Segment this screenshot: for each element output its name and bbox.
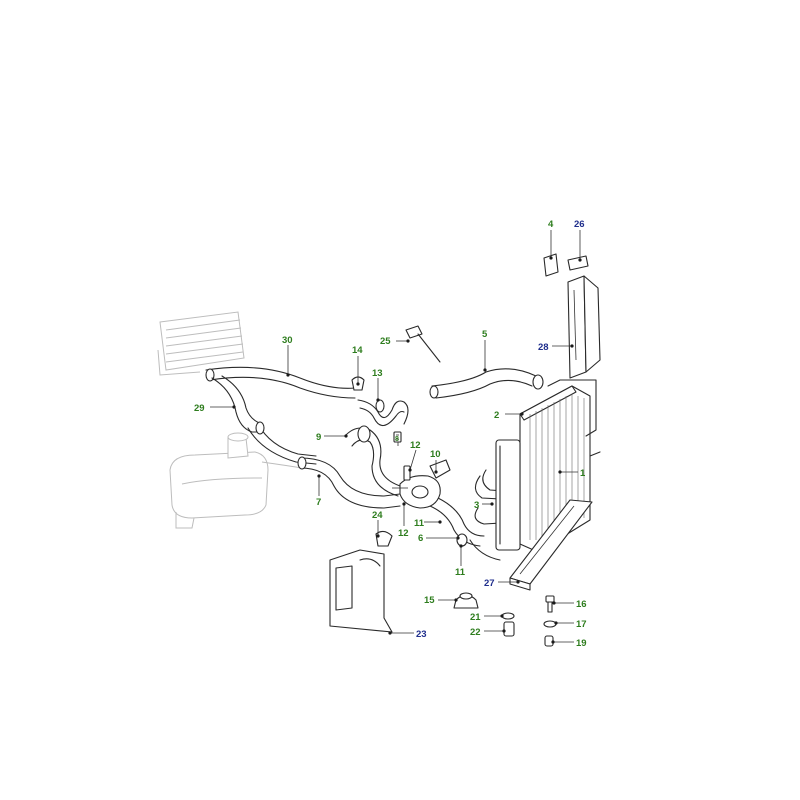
callout-15: 15: [424, 595, 435, 606]
thermostat-housing-10: [392, 459, 451, 509]
bleed-screw-25: [405, 325, 441, 363]
radiator-side-bracket-28: [567, 275, 601, 379]
mounting-clip-4: [543, 253, 559, 277]
radiator-1: [495, 379, 601, 553]
callout-25: 25: [380, 336, 391, 347]
bolt-16: [545, 595, 555, 613]
callout-11-upper: 11: [414, 518, 425, 529]
hose-29-tank-feed: [211, 375, 317, 465]
callout-3: 3: [474, 500, 479, 511]
washer-21: [501, 612, 515, 620]
callout-12-lower: 12: [398, 528, 409, 539]
hose-5-upper-radiator: [429, 368, 544, 399]
callout-9: 9: [316, 432, 321, 443]
callout-labels: 1 2 3 4 5 6 7 8 9 10 11 11 12 12 13 14 1…: [194, 219, 587, 649]
hose-7-lower-feed: [297, 456, 401, 509]
radiator-core-fins: [529, 394, 585, 540]
callout-28: 28: [538, 342, 549, 353]
callout-12-upper: 12: [410, 440, 421, 451]
hose-30-top-bypass: [205, 366, 356, 399]
callout-6: 6: [418, 533, 423, 544]
ghost-expansion-tank: [169, 432, 303, 529]
callout-5: 5: [482, 329, 488, 340]
tank-bracket-23: [329, 549, 393, 633]
callout-22: 22: [470, 627, 481, 638]
hose-13-small: [357, 399, 409, 427]
callout-4: 4: [548, 219, 554, 230]
callout-7: 7: [316, 497, 321, 508]
callout-23: 23: [416, 629, 427, 640]
callout-19: 19: [576, 638, 587, 649]
callout-1: 1: [580, 468, 586, 479]
callout-10: 10: [430, 449, 441, 460]
callout-27: 27: [484, 578, 495, 589]
hose-clip-8: [393, 431, 402, 443]
hose-6-lower-radiator: [429, 497, 501, 561]
hose-9-thermostat: [344, 425, 401, 497]
callout-21: 21: [470, 612, 481, 623]
nut-17: [543, 620, 557, 628]
ghost-engine-block: [157, 311, 245, 376]
callout-24: 24: [372, 510, 383, 521]
callout-13: 13: [372, 368, 383, 379]
callout-8: 8: [395, 436, 399, 443]
callout-29: 29: [194, 403, 205, 414]
callout-17: 17: [576, 619, 587, 630]
callout-14: 14: [352, 345, 363, 356]
callout-2: 2: [494, 410, 499, 421]
hose-3-bypass-loop: [474, 469, 521, 525]
callout-26: 26: [574, 219, 585, 230]
leader-lines: [210, 230, 582, 644]
mounting-clip-26: [567, 255, 589, 271]
bush-22: [503, 621, 515, 637]
callout-11-lower: 11: [455, 567, 466, 578]
rubber-mount-15: [453, 592, 479, 609]
lower-shroud-27: [509, 499, 593, 591]
callout-30: 30: [282, 335, 293, 346]
callout-16: 16: [576, 599, 587, 610]
hose-clip-12: [403, 465, 411, 481]
